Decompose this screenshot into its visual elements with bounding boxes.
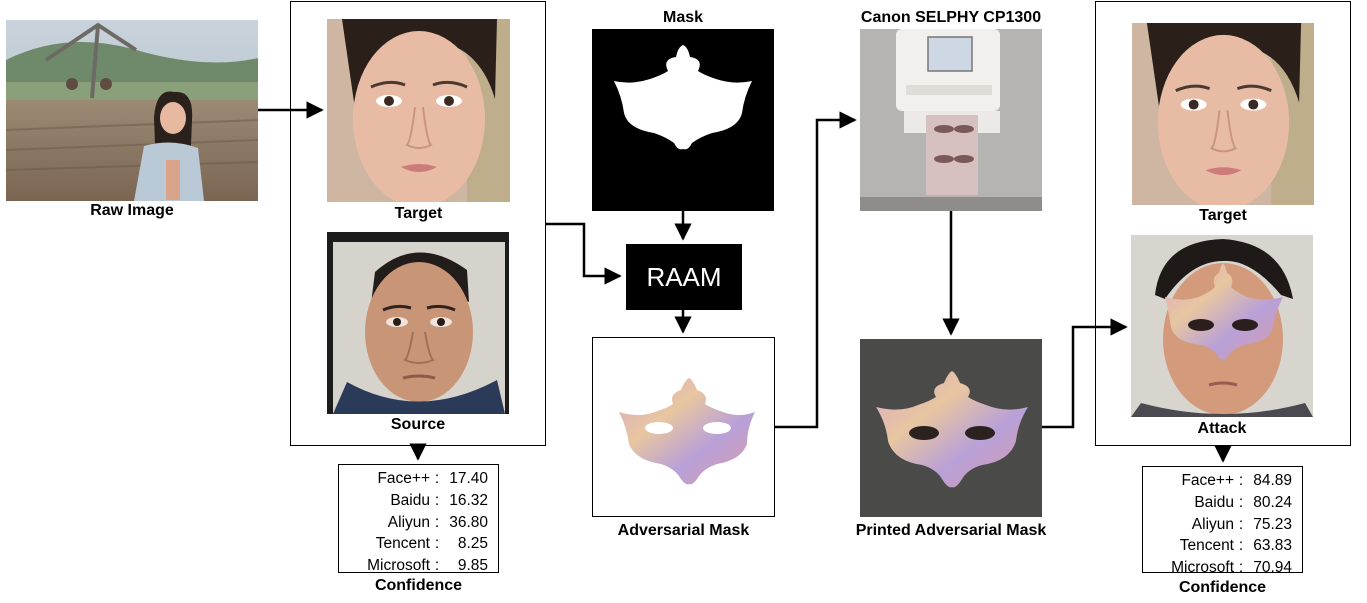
confidence-row: Baidu:16.32 <box>390 491 488 509</box>
raw-image <box>6 20 258 201</box>
arrow-panel-to-raam <box>546 222 622 285</box>
confidence-label-before: Confidence <box>374 577 463 594</box>
printer-label: Canon SELPHY CP1300 <box>860 9 1042 26</box>
source-face-image <box>327 232 509 414</box>
mask-image <box>592 29 774 211</box>
confidence-row: Aliyun:75.23 <box>1191 515 1292 533</box>
adversarial-mask-image <box>592 337 775 517</box>
attack-label: Attack <box>1197 420 1247 437</box>
target-face-image <box>327 19 510 202</box>
confidence-row: Tencent:8.25 <box>375 535 488 553</box>
mask-label: Mask <box>662 9 704 26</box>
confidence-row: Face++:17.40 <box>377 470 488 487</box>
confidence-row: Microsoft:70.94 <box>1171 559 1292 577</box>
raam-block: RAAM <box>626 244 742 310</box>
printer-image <box>860 29 1042 211</box>
confidence-row: Tencent:63.83 <box>1179 537 1292 555</box>
target-face-image-right <box>1132 23 1314 205</box>
raw-image-label: Raw Image <box>90 202 174 219</box>
printed-adversarial-mask-image <box>860 339 1042 517</box>
attack-face-image <box>1131 235 1313 417</box>
arrow-adv-to-printer <box>775 111 857 429</box>
confidence-label-after: Confidence <box>1178 579 1267 596</box>
adversarial-mask-label: Adversarial Mask <box>617 522 750 539</box>
confidence-row: Face++:84.89 <box>1181 472 1292 489</box>
printed-adversarial-mask-label: Printed Adversarial Mask <box>855 522 1047 539</box>
target-label: Target <box>394 205 443 222</box>
confidence-table-before: Face++:17.40 Baidu:16.32 Aliyun:36.80 Te… <box>338 464 499 574</box>
confidence-table-after: Face++:84.89 Baidu:80.24 Aliyun:75.23 Te… <box>1142 466 1303 576</box>
target-label-right: Target <box>1199 207 1247 224</box>
confidence-row: Microsoft:9.85 <box>367 557 488 575</box>
confidence-row: Baidu:80.24 <box>1194 493 1292 511</box>
source-label: Source <box>390 416 446 433</box>
confidence-row: Aliyun:36.80 <box>387 513 488 531</box>
